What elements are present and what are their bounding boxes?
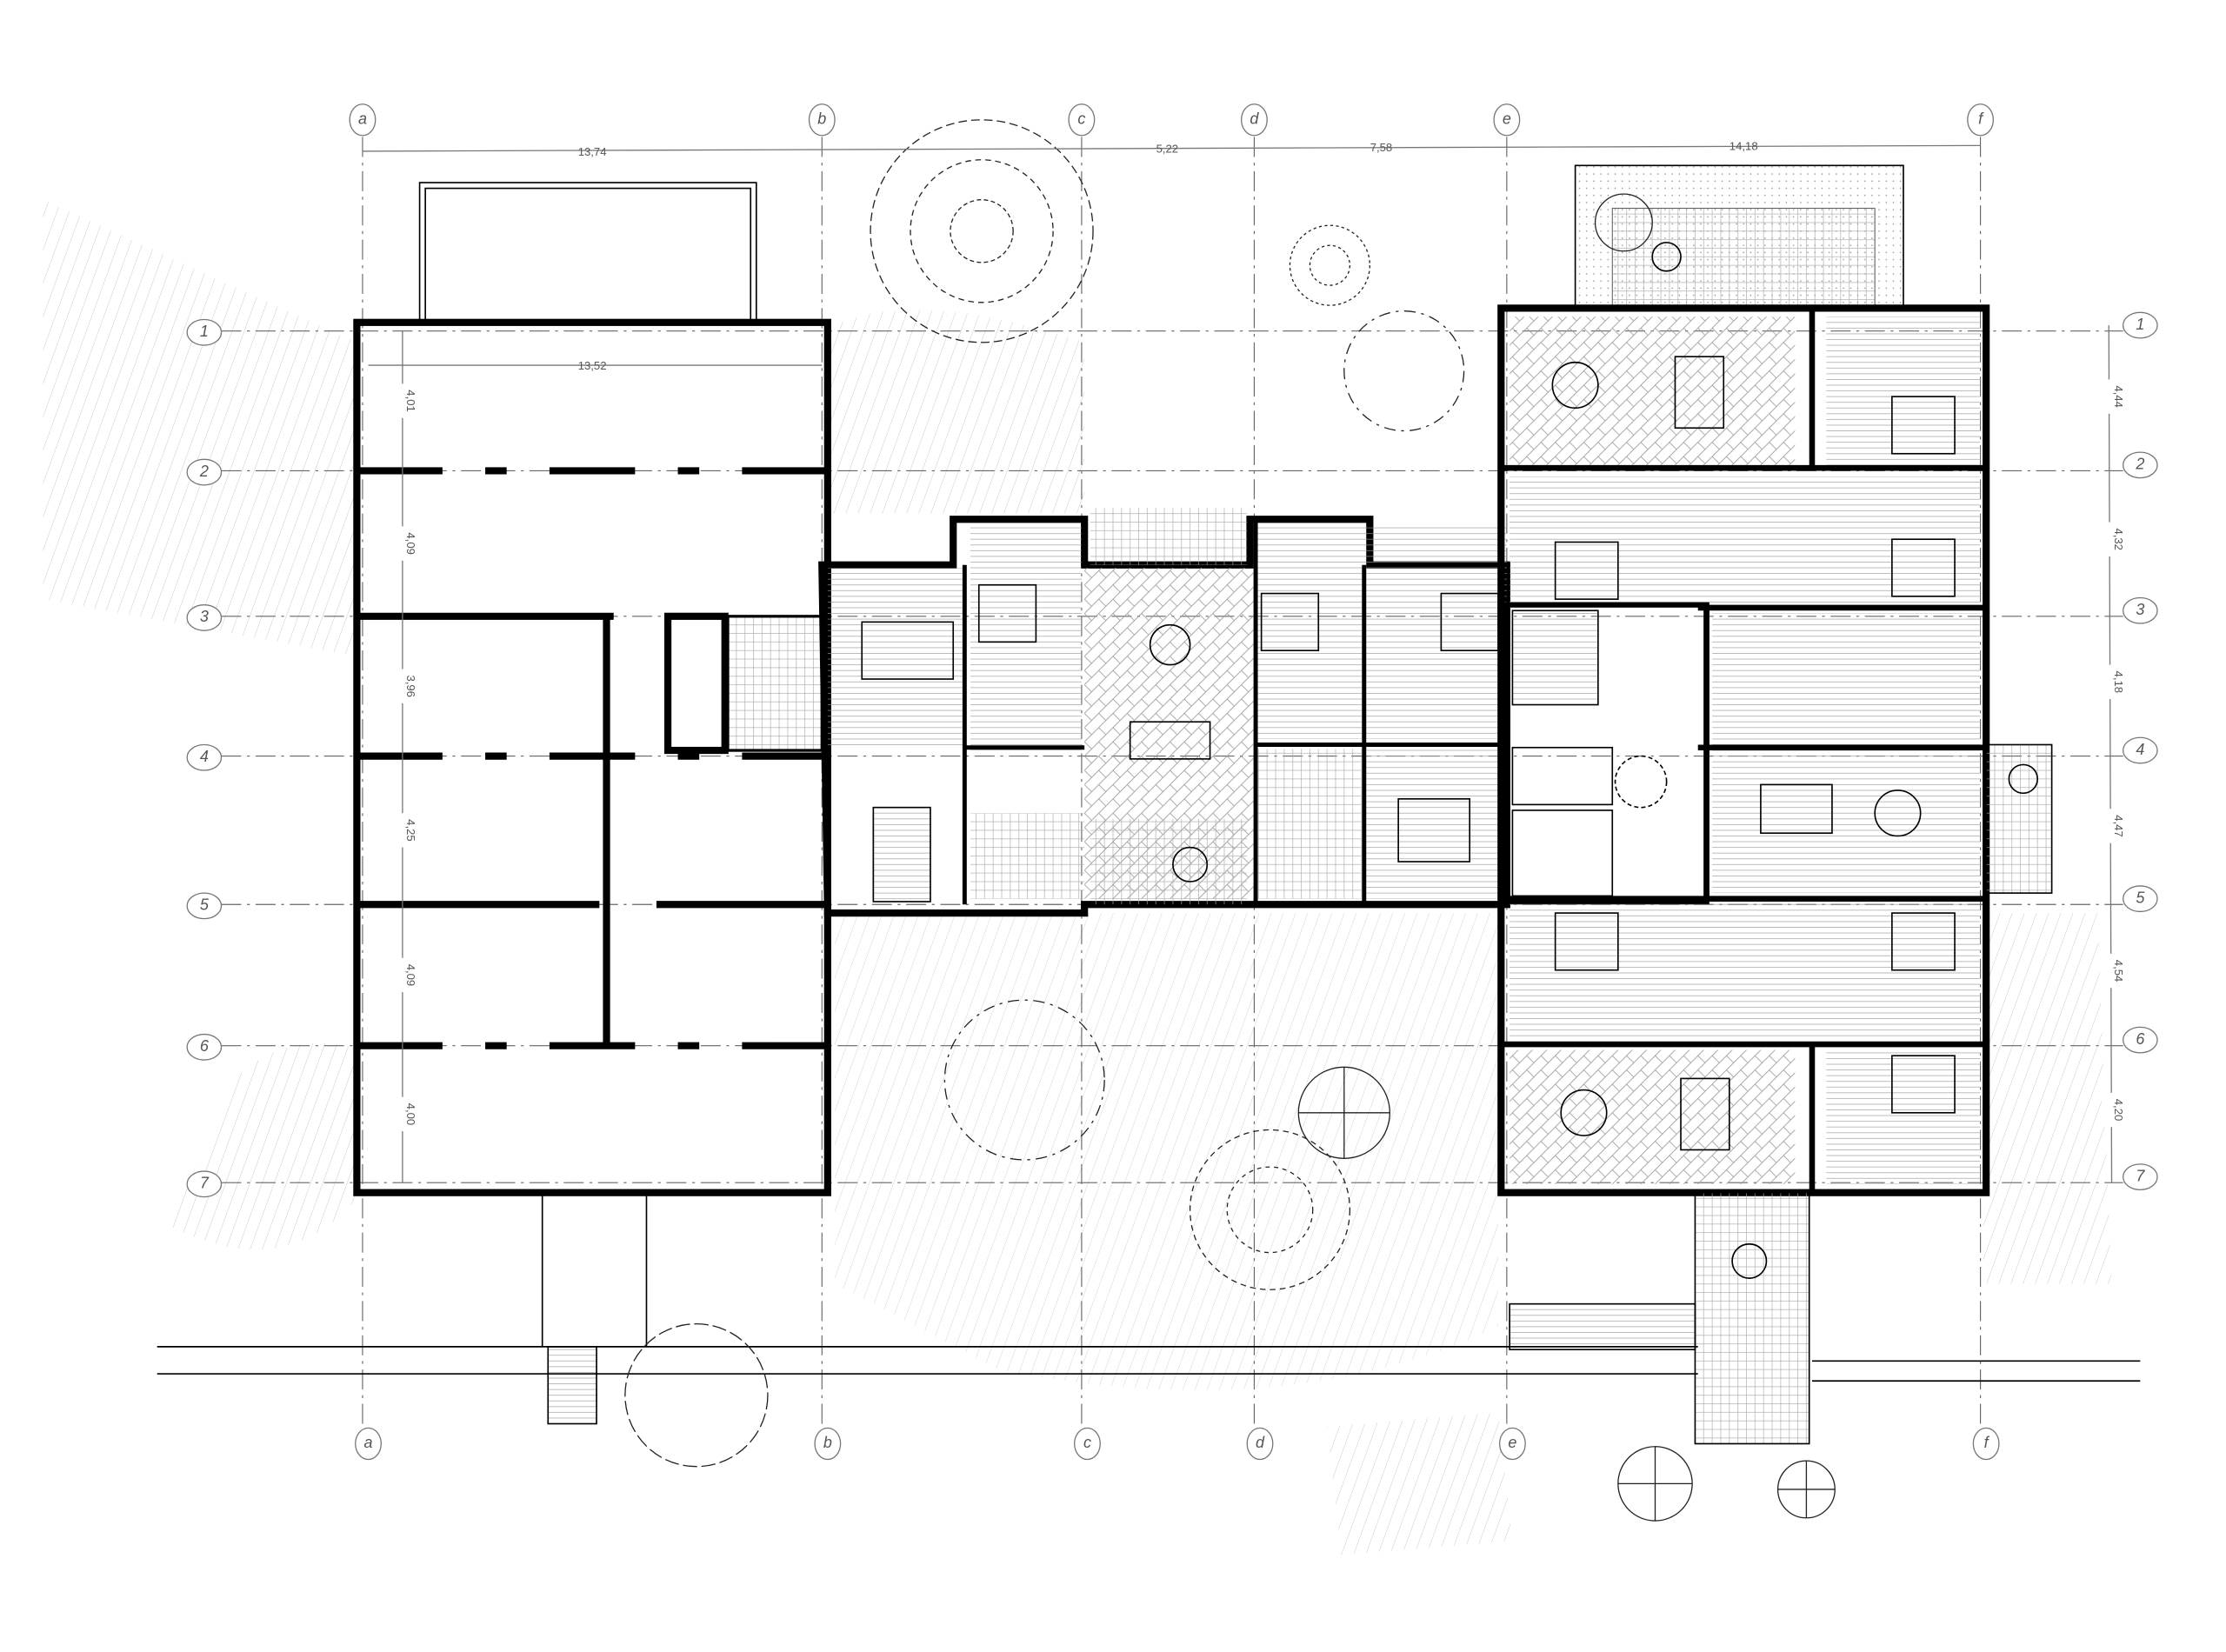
- grid-row-label: 7: [2136, 1167, 2145, 1184]
- grid-column-label: b: [817, 110, 826, 128]
- tree-icon: [943, 999, 1105, 1161]
- grid-bubble-1: 1: [2123, 311, 2158, 339]
- dimension-label: 14,18: [1729, 139, 1758, 152]
- grid-column-label: b: [823, 1434, 832, 1451]
- tree-icon: [1289, 224, 1370, 306]
- grid-column-label: c: [1077, 110, 1085, 128]
- grid-bubble-a: a: [355, 1427, 382, 1461]
- grid-column-label: a: [364, 1434, 373, 1451]
- trees: [624, 119, 1836, 1522]
- grid-bubble-c: c: [1068, 103, 1096, 137]
- dimension-label: 4,00: [404, 1103, 417, 1126]
- dimension-label: 7,58: [1370, 141, 1393, 154]
- grid-bubble-b: b: [808, 103, 836, 137]
- dimension-label: 4,09: [404, 532, 417, 555]
- grid-bubble-c: c: [1074, 1427, 1101, 1461]
- grid-column-label: c: [1083, 1434, 1091, 1451]
- grid-bubble-3: 3: [186, 604, 223, 631]
- grid-row-label: 1: [200, 323, 209, 340]
- grid-row-label: 4: [200, 748, 209, 765]
- dimension-label: 4,09: [404, 964, 417, 987]
- grid-bubble-f: f: [1967, 103, 1995, 137]
- grid-bubble-a: a: [349, 103, 377, 137]
- grid-bubble-2: 2: [2123, 451, 2158, 479]
- grid-column-label: f: [1978, 110, 1984, 128]
- grid-row-label: 6: [200, 1037, 210, 1055]
- grid-bubble-5: 5: [2123, 885, 2158, 913]
- grid-row-label: 2: [199, 463, 209, 480]
- grid-column-label: e: [1503, 110, 1511, 128]
- right-building: [1497, 164, 2053, 1445]
- grid-bubble-4: 4: [2123, 736, 2158, 764]
- tree-icon: [1594, 193, 1653, 252]
- grid-bubble-6: 6: [186, 1033, 223, 1061]
- grid-row-label: 1: [2136, 316, 2144, 333]
- grid-bubble-1: 1: [186, 318, 223, 346]
- grid-bubble-f: f: [1972, 1427, 2000, 1461]
- landscape-hatching: [43, 199, 2112, 1555]
- tree-icon: [1776, 1460, 1836, 1519]
- dimension-label: 4,25: [404, 819, 417, 842]
- grid-bubble-7: 7: [2123, 1163, 2158, 1191]
- grid-bubble-d: d: [1246, 1427, 1274, 1461]
- stair-core: [1503, 602, 1709, 905]
- annotations: a a b b c c d d e e f f 1 1 2 2 3 3 4 4 5 5 6 6 7 7 13,74 5,22 7,58 1…: [186, 103, 2158, 1461]
- dimension-label: 4,01: [404, 390, 417, 412]
- grid-bubble-e: e: [1498, 1427, 1526, 1461]
- grid-row-label: 7: [200, 1175, 210, 1192]
- grid-row-label: 2: [2135, 456, 2144, 473]
- tree-icon: [1617, 1446, 1693, 1522]
- grid-row-label: 6: [2136, 1030, 2145, 1048]
- grid-row-label: 3: [200, 608, 209, 625]
- grid-column-label: f: [1984, 1434, 1990, 1451]
- grid-bubble-2: 2: [186, 458, 223, 486]
- site-boundary: [157, 1346, 2141, 1382]
- grid-row-label: 4: [2136, 741, 2144, 758]
- grid-column-label: e: [1508, 1434, 1516, 1451]
- grid-column-label: d: [1250, 110, 1259, 128]
- dimension-label: 4,54: [2112, 960, 2125, 983]
- dimension-label: 4,20: [2112, 1099, 2125, 1122]
- tree-icon: [1343, 310, 1465, 432]
- grid-bubble-b: b: [814, 1427, 842, 1461]
- left-building: [353, 182, 831, 1425]
- grid-column-label: a: [358, 110, 367, 128]
- grid-row-label: 5: [2136, 889, 2145, 906]
- dimension-label: 13,74: [578, 145, 607, 158]
- grid-bubble-7: 7: [186, 1170, 223, 1198]
- grid-column-label: d: [1256, 1434, 1265, 1451]
- dimension-label: 4,32: [2112, 528, 2125, 550]
- grid-bubble-6: 6: [2123, 1026, 2158, 1054]
- grid-bubble-4: 4: [186, 743, 223, 771]
- tree-icon: [1297, 1066, 1390, 1159]
- tree-icon: [1189, 1129, 1351, 1290]
- central-units: [818, 508, 1510, 917]
- dimension-label: 4,18: [2112, 671, 2125, 694]
- dimension-label: 4,47: [2112, 815, 2125, 837]
- grid-bubble-5: 5: [186, 892, 223, 920]
- tree-icon: [870, 119, 1094, 343]
- dimension-label: 13,52: [578, 359, 607, 372]
- grid-bubble-3: 3: [2123, 596, 2158, 624]
- dimension-label: 5,22: [1156, 143, 1179, 156]
- dimension-label: 4,44: [2112, 385, 2125, 408]
- grid-row-label: 5: [200, 896, 210, 914]
- grid-row-label: 3: [2136, 601, 2144, 618]
- dimension-label: 3,96: [404, 675, 417, 697]
- grid-bubble-e: e: [1493, 103, 1521, 137]
- tree-icon: [624, 1322, 769, 1468]
- grid-bubble-d: d: [1241, 103, 1268, 137]
